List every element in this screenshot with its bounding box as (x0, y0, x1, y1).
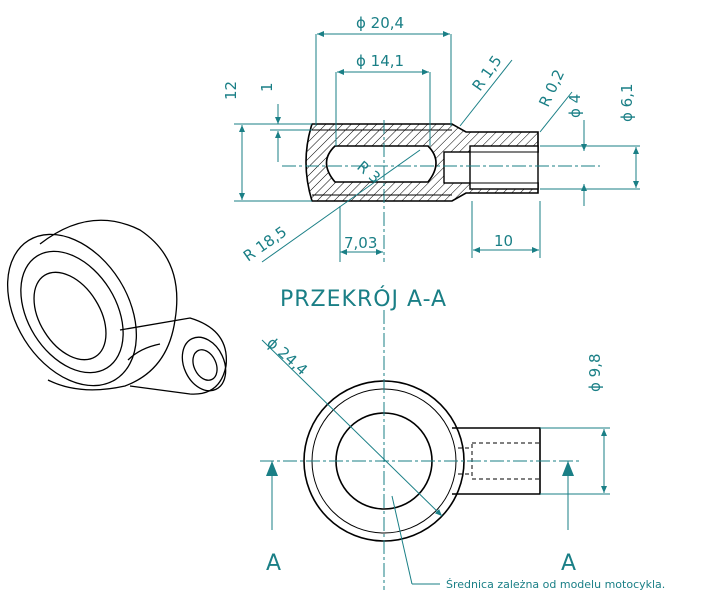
section-mark-left: A (266, 551, 281, 576)
section-channel (443, 151, 475, 184)
dim-d-9-8: ϕ 9,8 (586, 353, 604, 392)
dim-d-outer: ϕ 20,4 (356, 14, 404, 32)
section-title: PRZEKRÓJ A-A (280, 286, 447, 312)
dim-r-18-5: R 18,5 (240, 223, 290, 266)
dim-h-12: 12 (222, 81, 240, 100)
dim-r-1-5: R 1,5 (469, 52, 506, 94)
dim-d-6-1: ϕ 6,1 (618, 83, 636, 122)
diameter-note: Średnica zależna od modelu motocykla. (446, 578, 665, 591)
section-outlet (469, 145, 539, 190)
section-bore (325, 145, 437, 183)
section-view: ϕ 20,4 ϕ 14,1 R 1,5 R 0,2 ϕ 4 ϕ 6,1 12 1… (222, 14, 640, 265)
dim-d-4: ϕ 4 (566, 94, 584, 118)
dim-h-1: 1 (258, 82, 276, 92)
dim-l-10: 10 (494, 232, 513, 250)
isometric-view (6, 219, 227, 395)
dim-d-inner: ϕ 14,1 (356, 52, 404, 70)
section-mark-right: A (561, 551, 576, 576)
front-view: ϕ 24,4 ϕ 9,8 A A Średnica zależna od mod… (260, 310, 665, 591)
dim-l-7-03: 7,03 (344, 234, 377, 252)
dim-d-24-4: ϕ 24,4 (263, 334, 311, 380)
